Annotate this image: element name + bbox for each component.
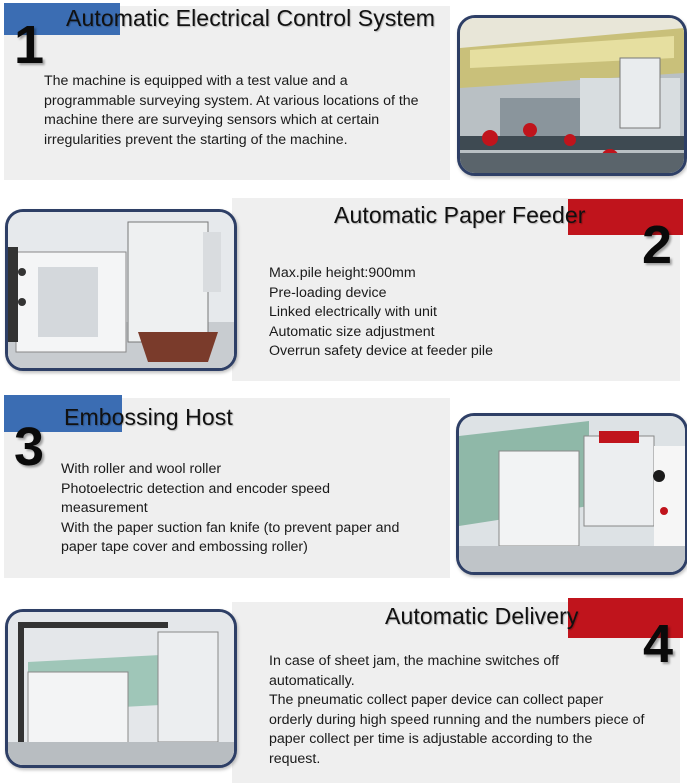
section-paper-feeder: Automatic Paper Feeder 2 Max.pile height…: [0, 190, 687, 390]
description-line: Photoelectric detection and encoder spee…: [61, 480, 330, 497]
description-line: Pre-loading device: [269, 284, 387, 301]
machine-photo-delivery: [5, 609, 237, 768]
machine-photo-electrical: [457, 15, 687, 176]
machine-photo-embossing: [456, 413, 687, 575]
section-embossing-host: Embossing Host 3 With roller and wool ro…: [0, 390, 687, 590]
title-accent-bar: [4, 3, 120, 35]
description-line: The pneumatic collect paper device can c…: [269, 692, 604, 709]
description-line: paper collect per time is adjustable acc…: [269, 731, 593, 748]
title-accent-bar: [568, 598, 683, 638]
description-line: Automatic size adjustment: [269, 323, 435, 340]
section-description: The machine is equipped with a test valu…: [44, 72, 419, 150]
section-description: Max.pile height:900mm Pre-loading device…: [269, 264, 493, 362]
description-line: automatically.: [269, 672, 355, 689]
section-title: Embossing Host: [64, 404, 233, 430]
description-line: The machine is equipped with a test valu…: [44, 73, 348, 89]
description-line: paper tape cover and embossing roller): [61, 539, 308, 556]
section-electrical-control: Automatic Electrical Control System 1 Th…: [0, 0, 687, 190]
description-line: irregularities prevent the starting of t…: [44, 131, 348, 148]
section-background: [4, 6, 450, 180]
section-description: With roller and wool roller Photoelectri…: [61, 460, 399, 558]
description-line: programmable surveying system. At variou…: [44, 92, 419, 109]
description-line: measurement: [61, 500, 148, 517]
description-line: request.: [269, 750, 321, 767]
section-number: 3: [14, 417, 45, 477]
section-description: In case of sheet jam, the machine switch…: [269, 652, 644, 770]
description-line: orderly during high speed running and th…: [269, 711, 645, 728]
description-line: Overrun safety device at feeder pile: [269, 343, 493, 360]
description-line: machine there are surveying sensors whic…: [44, 112, 380, 129]
description-line: Linked electrically with unit: [269, 304, 437, 321]
machine-photo-feeder: [5, 209, 237, 371]
section-number: 2: [642, 215, 673, 275]
description-line: With the paper suction fan knife (to pre…: [61, 519, 400, 536]
section-title: Automatic Electrical Control System: [66, 5, 436, 31]
description-line: Max.pile height:900mm: [269, 265, 416, 281]
description-line: With roller and wool roller: [61, 461, 222, 477]
description-line: In case of sheet jam, the machine switch…: [269, 653, 559, 669]
section-number: 1: [14, 15, 45, 75]
section-automatic-delivery: Automatic Delivery 4 In case of sheet ja…: [0, 590, 687, 784]
title-accent-bar: [568, 199, 683, 235]
section-title: Automatic Delivery: [385, 603, 579, 629]
section-number: 4: [643, 614, 674, 674]
section-title: Automatic Paper Feeder: [334, 202, 586, 228]
title-accent-bar: [4, 395, 122, 432]
